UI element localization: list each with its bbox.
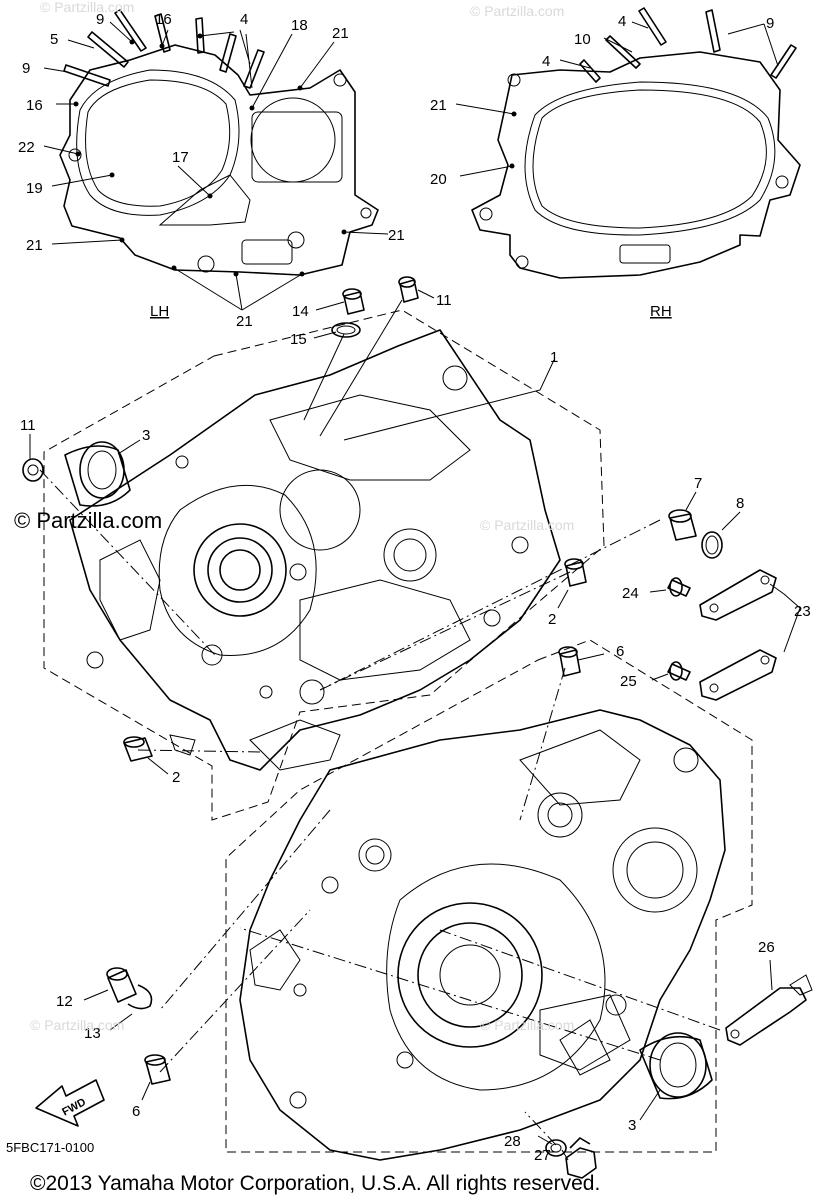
lh-gasket-outline bbox=[59, 44, 379, 276]
rh-gasket bbox=[471, 7, 801, 279]
watermark-faint: © Partzilla.com bbox=[480, 1017, 574, 1033]
dowel-11-top bbox=[398, 276, 419, 303]
collar-12 bbox=[106, 967, 137, 1003]
dowel-2-upper bbox=[564, 558, 587, 587]
callout-11: 11 bbox=[436, 292, 452, 309]
watermark-faint-group: © Partzilla.com © Partzilla.com © Partzi… bbox=[30, 0, 574, 1033]
callout-22: 22 bbox=[18, 139, 35, 156]
callout-21: 21 bbox=[26, 237, 43, 254]
callout-6: 6 bbox=[132, 1103, 140, 1120]
callout-26: 26 bbox=[758, 939, 775, 956]
callout-20: 20 bbox=[430, 171, 447, 188]
washer-28 bbox=[545, 1139, 567, 1157]
callout-28: 28 bbox=[504, 1133, 521, 1150]
callout-11: 11 bbox=[20, 417, 36, 434]
fwd-arrow bbox=[35, 1079, 105, 1127]
callout-24: 24 bbox=[622, 585, 639, 602]
callout-21: 21 bbox=[236, 313, 253, 330]
collar-14 bbox=[342, 288, 365, 315]
screw-24 bbox=[667, 577, 691, 597]
copyright-notice: ©2013 Yamaha Motor Corporation, U.S.A. A… bbox=[30, 1172, 600, 1195]
left-crankcase bbox=[43, 309, 605, 821]
o-ring-8 bbox=[701, 531, 723, 559]
callout-3: 3 bbox=[142, 427, 150, 444]
callout-1: 1 bbox=[550, 349, 558, 366]
callout-14: 14 bbox=[292, 303, 309, 320]
callout-2: 2 bbox=[548, 611, 556, 628]
clamp-26 bbox=[725, 974, 813, 1046]
screw-25 bbox=[667, 661, 691, 681]
callout-27: 27 bbox=[534, 1147, 551, 1164]
callout-10: 10 bbox=[574, 31, 591, 48]
callout-18: 18 bbox=[291, 17, 308, 34]
dowel-11-left bbox=[22, 458, 44, 482]
bracket-23 bbox=[699, 569, 777, 701]
clip-13 bbox=[127, 984, 153, 1010]
rh-gasket-outline bbox=[471, 51, 801, 279]
callout-4: 4 bbox=[618, 13, 626, 30]
callout-5: 5 bbox=[50, 31, 58, 48]
right-crankcase bbox=[225, 639, 753, 1161]
callout-21: 21 bbox=[388, 227, 405, 244]
leader-lines bbox=[29, 21, 801, 1161]
callout-4: 4 bbox=[542, 53, 550, 70]
o-ring-15 bbox=[331, 322, 361, 338]
diagram-code: 5FBC171-0100 bbox=[6, 1140, 94, 1155]
callout-17: 17 bbox=[172, 149, 189, 166]
callout-4: 4 bbox=[240, 11, 248, 28]
watermark-faint: © Partzilla.com bbox=[480, 517, 574, 533]
callout-21: 21 bbox=[332, 25, 349, 42]
callout-6: 6 bbox=[616, 643, 624, 660]
callout-12: 12 bbox=[56, 993, 73, 1010]
watermark: © Partzilla.com bbox=[14, 508, 162, 533]
callout-23: 23 bbox=[794, 603, 811, 620]
leader-dots bbox=[73, 33, 517, 277]
alignment-lines bbox=[39, 469, 721, 1146]
callout-3: 3 bbox=[628, 1117, 636, 1134]
callout-2: 2 bbox=[172, 769, 180, 786]
callout-9: 9 bbox=[96, 11, 104, 28]
dowel-6-lower bbox=[144, 1054, 171, 1085]
dowel-2-lower bbox=[123, 736, 153, 762]
bearing-3-right bbox=[639, 1032, 713, 1100]
callout-8: 8 bbox=[736, 495, 744, 512]
callout-9: 9 bbox=[766, 15, 774, 32]
watermark-faint: © Partzilla.com bbox=[40, 0, 134, 15]
callout-21: 21 bbox=[430, 97, 447, 114]
callouts: 9 16 4 18 21 5 9 16 22 17 19 21 21 21 4 … bbox=[18, 11, 811, 1164]
callout-25: 25 bbox=[620, 673, 637, 690]
callout-16: 16 bbox=[155, 11, 172, 28]
drain-bolt-27 bbox=[565, 1137, 597, 1179]
collar-7 bbox=[668, 509, 697, 541]
callout-13: 13 bbox=[84, 1025, 101, 1042]
callout-7: 7 bbox=[694, 475, 702, 492]
callout-9: 9 bbox=[22, 60, 30, 77]
rh-label: RH bbox=[650, 303, 672, 320]
callout-16: 16 bbox=[26, 97, 43, 114]
lh-label: LH bbox=[150, 303, 169, 320]
watermark-faint: © Partzilla.com bbox=[30, 1017, 124, 1033]
lh-gasket bbox=[59, 9, 379, 276]
watermark-faint: © Partzilla.com bbox=[470, 3, 564, 19]
callout-19: 19 bbox=[26, 180, 43, 197]
callout-15: 15 bbox=[290, 331, 307, 348]
bearing-3-left bbox=[64, 441, 131, 507]
dowel-6-upper bbox=[558, 646, 581, 677]
